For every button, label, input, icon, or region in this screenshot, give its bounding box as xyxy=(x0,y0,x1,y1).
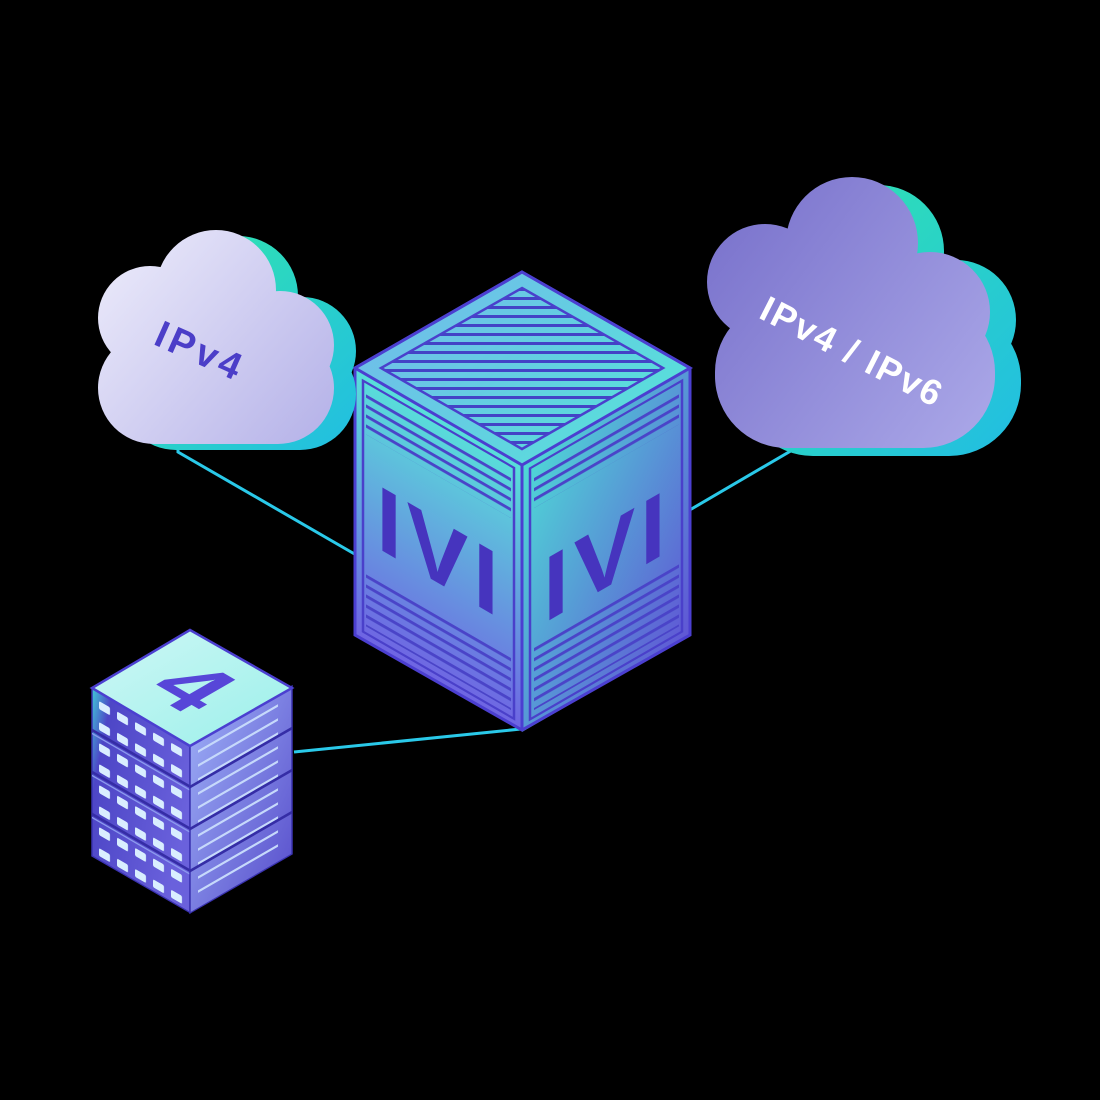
server-right-face xyxy=(189,684,293,915)
left-cloud: IPv4 xyxy=(98,230,356,450)
cube-top-face-border xyxy=(378,286,666,451)
server-left-face xyxy=(91,686,191,914)
server-tier-highlights-left xyxy=(92,732,190,875)
cube-right-face-stripes-bottom xyxy=(534,562,679,711)
cloud-icon xyxy=(707,177,995,448)
server-icon: 4 xyxy=(89,628,295,915)
server-tier-dividers-right xyxy=(190,726,292,873)
cube-left-face: IVI xyxy=(355,368,522,732)
connector-server-to-cube xyxy=(293,727,522,754)
cube-left-face-stripes-bottom xyxy=(366,570,511,711)
cube-icon: IVI IVI xyxy=(352,270,694,732)
server-tier-dividers-left xyxy=(92,728,190,873)
cube-right-face: IVI xyxy=(522,368,690,732)
cube-left-face-border xyxy=(361,378,516,721)
right-cloud: IPv4 / IPv6 xyxy=(707,177,1021,456)
cube-edges xyxy=(353,270,692,732)
cube-right-face-stripes-top xyxy=(534,392,679,509)
cube-right-face-border xyxy=(528,378,684,722)
server-top-face xyxy=(89,628,295,748)
cloud-icon xyxy=(98,230,334,444)
cube-left-face-stripes-top xyxy=(366,392,511,519)
